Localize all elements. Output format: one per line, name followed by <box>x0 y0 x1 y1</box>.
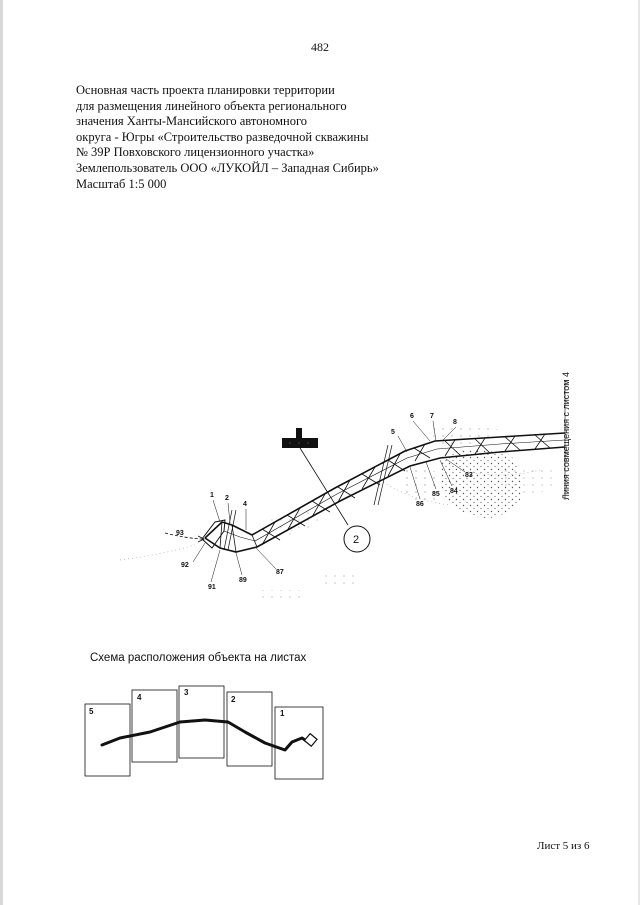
wellpad-outline <box>201 519 226 549</box>
scan-edge-left <box>0 0 3 905</box>
title-line: Основная часть проекта планировки террит… <box>76 83 335 97</box>
title-line: для размещения линейного объекта региона… <box>76 98 347 113</box>
sheet-number: 2 <box>231 695 236 704</box>
title-line: № 39Р Повховского лицензионного участка» <box>76 145 315 160</box>
point-label: 6 <box>410 413 414 420</box>
point-label: 92 <box>181 562 189 569</box>
sheet-counter: Лист 5 из 6 <box>537 840 590 852</box>
sheet-frame <box>274 706 324 780</box>
sheet-frame <box>84 703 131 777</box>
point-label: 85 <box>432 491 440 498</box>
point-label: 2 <box>225 495 229 502</box>
title-line: Землепользователь ООО «ЛУКОЙЛ – Западная… <box>76 160 379 175</box>
sheet-number: 4 <box>137 693 142 702</box>
sheet-scheme: 5 4 3 2 1 <box>84 685 324 780</box>
point-label: 1 <box>210 492 214 499</box>
sheet-frame <box>226 691 273 767</box>
leader-line <box>299 447 349 526</box>
point-label: 87 <box>276 569 284 576</box>
match-line-label: Линия совмещения с листом 4 <box>561 372 571 500</box>
section-circle-label: 2 <box>353 534 359 546</box>
page-number: 482 <box>311 40 329 54</box>
sheet-number: 1 <box>280 709 285 718</box>
point-label: 7 <box>430 413 434 420</box>
crossing-lines <box>223 444 393 551</box>
title-line: значения Ханты-Мансийского автономного <box>76 114 308 129</box>
point-label: 93 <box>176 530 184 537</box>
point-label: 86 <box>416 501 424 508</box>
label-leaders <box>192 420 466 583</box>
point-label: 5 <box>391 429 395 436</box>
sheet-number: 5 <box>89 707 94 716</box>
sheet-number: 3 <box>184 688 189 697</box>
wellpad-marker <box>303 732 318 748</box>
route-line <box>100 718 310 752</box>
title-line: Масштаб 1:5 000 <box>76 176 167 191</box>
title-line: округа - Югры «Строительство разведочной… <box>76 129 369 144</box>
title-block: Основная часть проекта планировки террит… <box>76 83 456 192</box>
point-label: 83 <box>465 472 473 479</box>
point-label: 84 <box>450 488 458 495</box>
scheme-title: Схема расположения объекта на листах <box>90 652 307 664</box>
legend-marker <box>282 428 318 448</box>
contour-lines <box>119 469 541 561</box>
point-label: 8 <box>453 419 457 426</box>
section-circle <box>343 525 371 553</box>
map-drawing: 1 2 4 5 6 7 8 93 92 91 89 87 86 85 84 83 <box>119 380 566 602</box>
point-label: 4 <box>243 501 247 508</box>
terrain-dots <box>255 423 555 602</box>
point-labels: 1 2 4 5 6 7 8 93 92 91 89 87 86 85 84 83 <box>176 413 473 591</box>
scan-edge-right <box>638 0 640 905</box>
point-label: 89 <box>239 577 247 584</box>
point-label: 91 <box>208 584 216 591</box>
road-corridor <box>204 432 566 553</box>
